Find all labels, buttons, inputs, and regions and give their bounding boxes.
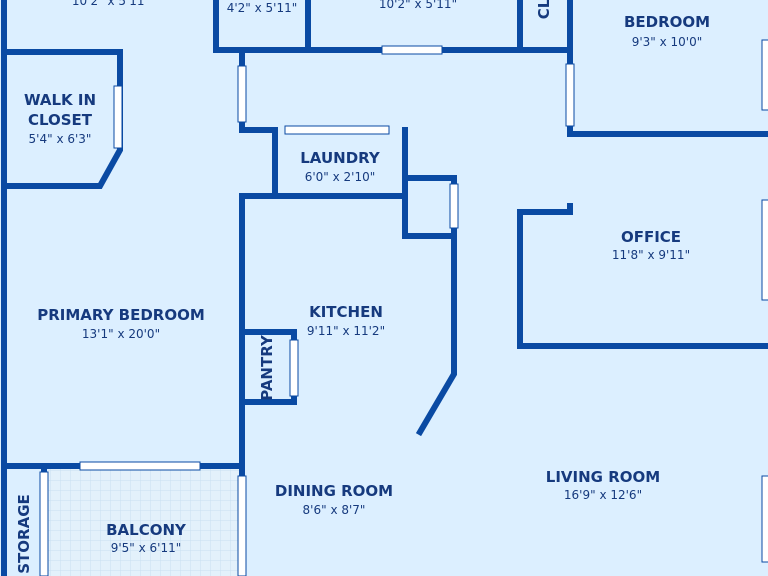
- window-laundry: [284, 125, 390, 135]
- bedroom-name: BEDROOM: [624, 13, 710, 31]
- kitchen-dim: 9'11" x 11'2": [307, 324, 385, 338]
- dining-room-dim: 8'6" x 8'7": [303, 503, 366, 517]
- balcony-name: BALCONY: [106, 521, 187, 539]
- window-pantry: [289, 339, 299, 397]
- top-left-room-dim: 10'2" x 5'11": [72, 0, 150, 8]
- primary-bedroom-name: PRIMARY BEDROOM: [37, 306, 205, 324]
- laundry-name: LAUNDRY: [300, 149, 381, 167]
- office-dim: 11'8" x 9'11": [612, 248, 690, 262]
- dining-room-name: DINING ROOM: [275, 482, 393, 500]
- walk-in-closet-dim: 5'4" x 6'3": [29, 132, 92, 146]
- windows: [39, 39, 768, 576]
- laundry-dim: 6'0" x 2'10": [305, 170, 376, 184]
- wall-office: [517, 203, 768, 349]
- window-bedroom-left: [565, 63, 575, 127]
- wall-kitchen-diagonal: [415, 233, 457, 437]
- window-right-mid: [761, 199, 768, 301]
- window-closet: [113, 85, 123, 149]
- window-laundry-side: [449, 183, 459, 229]
- window-storage: [39, 471, 49, 576]
- wall-top-left-bottom: [1, 49, 123, 189]
- closet-top-label: CL: [535, 0, 553, 19]
- window-mid-top: [381, 45, 443, 55]
- primary-bedroom-dim: 13'1" x 20'0": [82, 327, 160, 341]
- office-name: OFFICE: [621, 228, 681, 246]
- top-small-room-dim: 4'2" x 5'11": [227, 1, 298, 15]
- living-room-name: LIVING ROOM: [546, 468, 660, 486]
- storage-label: STORAGE: [15, 494, 33, 574]
- balcony-tiles: [48, 466, 244, 576]
- walk-in-closet-name-line1: WALK IN: [24, 91, 96, 109]
- balcony-dim: 9'5" x 6'11": [111, 541, 182, 555]
- pantry-label: PANTRY: [258, 334, 276, 401]
- window-balcony: [79, 461, 201, 471]
- window-hall: [237, 65, 247, 123]
- walk-in-closet-name-line2: CLOSET: [28, 111, 93, 129]
- living-room-dim: 16'9" x 12'6": [564, 488, 642, 502]
- bedroom-dim: 9'3" x 10'0": [632, 35, 703, 49]
- window-balcony-right: [237, 475, 247, 576]
- window-right-low: [761, 475, 768, 563]
- window-right-top: [761, 39, 768, 111]
- wall-top-small: [213, 0, 311, 53]
- wall-laundry: [272, 127, 408, 199]
- kitchen-name: KITCHEN: [309, 303, 383, 321]
- top-mid-room-dim: 10'2" x 5'11": [379, 0, 457, 11]
